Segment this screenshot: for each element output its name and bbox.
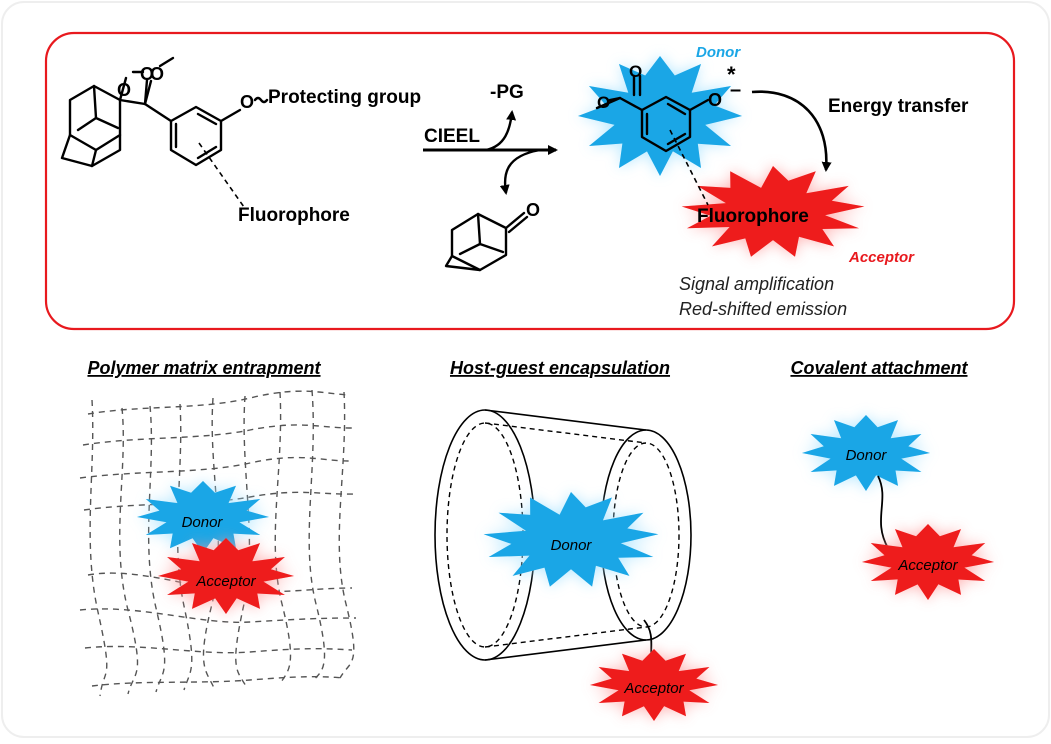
product-structure bbox=[595, 74, 710, 206]
host-acceptor-shape bbox=[590, 649, 718, 721]
covalent-acceptor-shape bbox=[862, 524, 994, 600]
host-donor-label: Donor bbox=[551, 537, 593, 554]
benefit-signal-amplification: Signal amplification bbox=[679, 274, 834, 294]
strategy-title-host-guest: Host-guest encapsulation bbox=[450, 358, 670, 378]
ester-alkoxy-o: O bbox=[597, 93, 610, 112]
host-donor-shape bbox=[483, 492, 659, 587]
covalent-donor-burst bbox=[802, 415, 930, 491]
polymer-donor-burst bbox=[137, 481, 269, 553]
product-donor-burst bbox=[578, 56, 742, 176]
covalent-acceptor-burst bbox=[862, 524, 994, 600]
host-acceptor-label: Acceptor bbox=[623, 680, 684, 697]
product-fluorophore-label: Fluorophore bbox=[697, 206, 809, 227]
reaction-frame bbox=[44, 31, 1016, 331]
peroxide-o2: O bbox=[140, 64, 154, 84]
protecting-group-label: Protecting group bbox=[268, 87, 421, 108]
adamantanone-structure bbox=[444, 211, 529, 272]
host-donor-burst bbox=[483, 492, 659, 587]
acceptor-product-label: Acceptor bbox=[848, 249, 915, 266]
cieel-label: CIEEL bbox=[424, 126, 480, 147]
strategy-title-covalent: Covalent attachment bbox=[790, 358, 968, 378]
product-acceptor-burst bbox=[681, 166, 865, 257]
ketone-o: O bbox=[526, 200, 540, 220]
minus-pg-label: -PG bbox=[490, 82, 524, 103]
product-donor-shape bbox=[578, 56, 742, 176]
polymer-donor-shape bbox=[137, 481, 269, 553]
excited-state-star: * bbox=[727, 62, 736, 87]
polymer-acceptor-label: Acceptor bbox=[195, 573, 256, 590]
peroxide-o1: O bbox=[117, 80, 131, 100]
polymer-donor-label: Donor bbox=[182, 514, 224, 531]
phenolate-charge: – bbox=[730, 79, 741, 101]
reactant-structure bbox=[60, 56, 269, 208]
covalent-linker bbox=[877, 475, 889, 549]
benefit-red-shifted-emission: Red-shifted emission bbox=[679, 299, 847, 319]
strategy-title-polymer: Polymer matrix entrapment bbox=[87, 358, 321, 378]
polymer-acceptor-burst bbox=[158, 538, 294, 614]
methoxy-o: O bbox=[150, 64, 164, 84]
ester-carbonyl-o: O bbox=[629, 62, 642, 81]
fluorophore-label: Fluorophore bbox=[238, 205, 350, 226]
energy-transfer-arrow bbox=[751, 90, 832, 172]
reaction-arrows bbox=[423, 110, 558, 195]
covalent-donor-label: Donor bbox=[846, 447, 888, 464]
energy-transfer-label: Energy transfer bbox=[828, 96, 969, 117]
polymer-acceptor-shape bbox=[158, 538, 294, 614]
polymer-matrix-grid bbox=[79, 389, 357, 697]
donor-product-label: Donor bbox=[696, 44, 741, 61]
host-acceptor-burst bbox=[590, 649, 718, 721]
covalent-acceptor-label: Acceptor bbox=[897, 557, 958, 574]
product-acceptor-shape bbox=[681, 166, 865, 257]
phenolate-o: O bbox=[708, 90, 722, 110]
aryl-ether-o: O bbox=[240, 92, 254, 112]
covalent-donor-shape bbox=[802, 415, 930, 491]
